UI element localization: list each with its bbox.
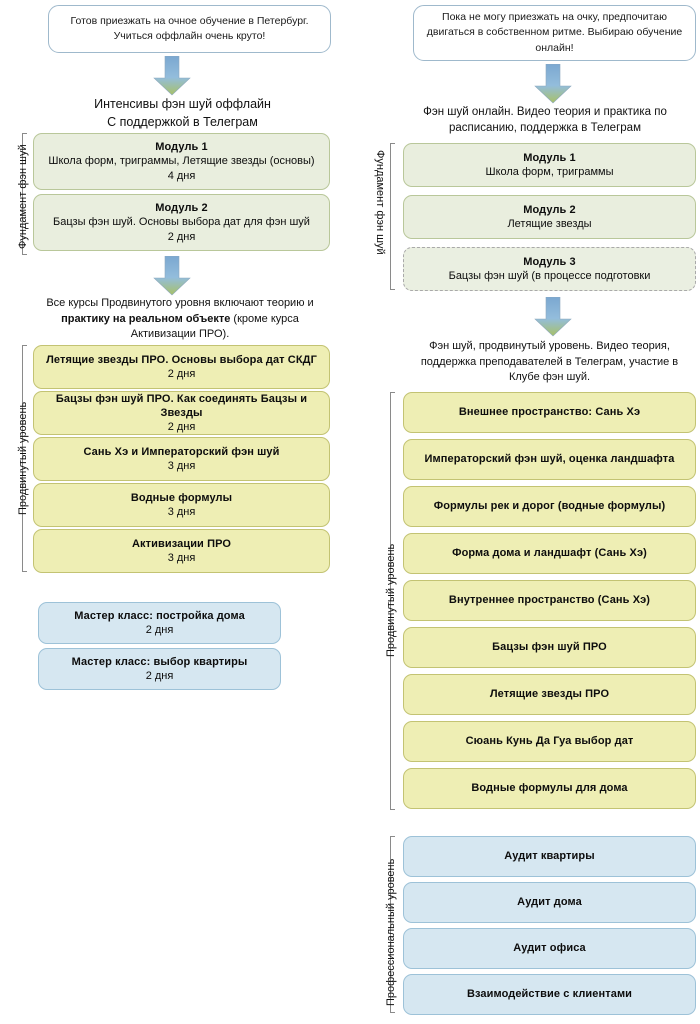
right-module-2: Модуль 2 Летящие звезды: [403, 195, 696, 239]
right-advanced-course-9: Водные формулы для дома: [403, 768, 696, 809]
right-professional-course-3: Аудит офиса: [403, 928, 696, 969]
right-bracket-professional-label: Профессиональный уровень: [385, 858, 397, 1006]
left-advanced-course-2: Бацзы фэн шуй ПРО. Как соединять Бацзы и…: [33, 391, 330, 435]
right-advanced-course-9-title: Водные формулы для дома: [471, 782, 628, 795]
right-bracket-advanced-line: [390, 392, 395, 810]
right-note-line2: поддержка преподавателей в Телеграм, уча…: [420, 355, 679, 368]
left-module-1: Модуль 1 Школа форм, триграммы, Летящие …: [33, 133, 330, 190]
left-module-2: Модуль 2 Бацзы фэн шуй. Основы выбора да…: [33, 194, 330, 251]
right-advanced-course-5-title: Внутреннее пространство (Сань Хэ): [448, 594, 651, 607]
left-note-part1: Все курсы Продвинутого уровня включают т…: [46, 297, 314, 309]
left-advanced-course-1-title: Летящие звезды ПРО. Основы выбора дат СК…: [46, 353, 317, 366]
left-advanced-course-1: Летящие звезды ПРО. Основы выбора дат СК…: [33, 345, 330, 389]
left-column-offline: Готов приезжать на очное обучение в Пете…: [17, 5, 335, 690]
right-heading: Фэн шуй онлайн. Видео теория и практика …: [400, 104, 690, 137]
right-module-2-title: Модуль 2: [523, 203, 576, 216]
left-advanced-note: Все курсы Продвинутого уровня включают т…: [30, 296, 330, 343]
right-bracket-foundation-line: [390, 143, 395, 290]
right-advanced-course-7-title: Летящие звезды ПРО: [489, 688, 610, 701]
left-module-1-duration: 4 дня: [167, 169, 196, 182]
left-advanced-course-3: Сань Хэ и Императорский фэн шуй 3 дня: [33, 437, 330, 481]
left-module-2-desc: Бацзы фэн шуй. Основы выбора дат для фэн…: [53, 216, 310, 229]
right-professional-course-2-title: Аудит дома: [517, 896, 582, 909]
left-advanced-course-3-duration: 3 дня: [167, 460, 196, 472]
left-advanced-course-1-duration: 2 дня: [167, 368, 196, 380]
left-advanced-course-2-title: Бацзы фэн шуй ПРО. Как соединять Бацзы и…: [55, 392, 308, 419]
right-professional-course-3-title: Аудит офиса: [513, 942, 586, 955]
left-module-1-title: Модуль 1: [155, 141, 208, 154]
right-callout-text: Пока не могу приезжать на очку, предпочи…: [426, 11, 683, 54]
left-advanced-course-4-title: Водные формулы: [130, 491, 233, 504]
left-bracket-foundation-label: Фундамент фэн шуй: [17, 144, 29, 249]
right-advanced-course-7: Летящие звезды ПРО: [403, 674, 696, 715]
right-professional-course-1-title: Аудит квартиры: [504, 850, 595, 863]
right-module-3-desc: Бацзы фэн шуй (в процессе подготовки: [448, 270, 651, 282]
right-advanced-course-6-title: Бацзы фэн шуй ПРО: [492, 641, 607, 654]
left-masterclass-1: Мастер класс: постройка дома 2 дня: [38, 602, 281, 644]
right-advanced-course-1: Внешнее пространство: Сань Хэ: [403, 392, 696, 433]
left-masterclass-2-title: Мастер класс: выбор квартиры: [71, 655, 248, 668]
left-module-2-title: Модуль 2: [155, 202, 208, 215]
right-module-3: Модуль 3 Бацзы фэн шуй (в процессе подго…: [403, 247, 696, 291]
right-advanced-course-8-title: Сюань Кунь Да Гуа выбор дат: [465, 735, 634, 748]
left-bracket-advanced-line: [22, 345, 27, 572]
left-advanced-course-2-duration: 2 дня: [167, 421, 196, 434]
right-advanced-course-5: Внутреннее пространство (Сань Хэ): [403, 580, 696, 621]
left-masterclass-1-title: Мастер класс: постройка дома: [74, 609, 245, 622]
left-heading-line1: Интенсивы фэн шуй оффлайн: [94, 97, 271, 111]
right-arrow-1: [533, 63, 573, 104]
right-advanced-note: Фэн шуй, продвинутый уровень. Видео теор…: [403, 339, 696, 386]
right-advanced-course-2: Императорский фэн шуй, оценка ландшафта: [403, 439, 696, 480]
left-advanced-course-4-duration: 3 дня: [167, 506, 196, 518]
left-advanced-course-4: Водные формулы 3 дня: [33, 483, 330, 527]
right-advanced-course-3: Формулы рек и дорог (водные формулы): [403, 486, 696, 527]
left-module-2-duration: 2 дня: [167, 230, 196, 243]
right-advanced-course-3-title: Формулы рек и дорог (водные формулы): [433, 500, 666, 513]
right-arrow-2: [533, 296, 573, 337]
left-callout-box: Готов приезжать на очное обучение в Пете…: [48, 5, 331, 53]
left-arrow-1: [152, 55, 192, 96]
right-advanced-course-4-title: Форма дома и ландшафт (Сань Хэ): [452, 547, 647, 560]
right-bracket-advanced-label: Продвинутый уровень: [385, 543, 397, 657]
right-advanced-course-1-title: Внешнее пространство: Сань Хэ: [458, 406, 641, 419]
left-heading: Интенсивы фэн шуй оффлайн С поддержкой в…: [30, 95, 335, 131]
left-module-1-desc: Школа форм, триграммы, Летящие звезды (о…: [48, 155, 315, 168]
left-arrow-2: [152, 255, 192, 296]
right-advanced-course-4: Форма дома и ландшафт (Сань Хэ): [403, 533, 696, 574]
right-module-1-title: Модуль 1: [523, 151, 576, 164]
right-note-line1: Фэн шуй, продвинутый уровень. Видео теор…: [429, 340, 670, 352]
right-bracket-foundation-label: Фундамент фэн шуй: [374, 150, 386, 255]
right-advanced-course-2-title: Императорский фэн шуй, оценка ландшафта: [424, 453, 675, 466]
left-advanced-course-3-title: Сань Хэ и Императорский фэн шуй: [83, 445, 280, 458]
right-module-3-title: Модуль 3: [523, 255, 576, 268]
right-module-1: Модуль 1 Школа форм, триграммы: [403, 143, 696, 187]
left-heading-line2: С поддержкой в Телеграм: [107, 115, 258, 130]
right-note-line3: Клубе фэн шуй.: [508, 371, 591, 384]
right-heading-line2: расписанию, поддержка в Телеграм: [449, 122, 641, 135]
left-masterclass-2: Мастер класс: выбор квартиры 2 дня: [38, 648, 281, 690]
right-callout-box: Пока не могу приезжать на очку, предпочи…: [413, 5, 696, 61]
left-bracket-foundation-line: [22, 133, 27, 255]
right-bracket-professional-line: [390, 836, 395, 1013]
left-callout-text: Готов приезжать на очное обучение в Пете…: [70, 14, 309, 42]
left-note-bold: практику на реальном объекте: [61, 312, 231, 325]
right-advanced-course-6: Бацзы фэн шуй ПРО: [403, 627, 696, 668]
right-module-2-desc: Летящие звезды: [507, 218, 592, 230]
left-masterclass-2-duration: 2 дня: [145, 670, 174, 682]
right-heading-line1: Фэн шуй онлайн. Видео теория и практика …: [423, 106, 667, 118]
left-advanced-course-5-title: Активизации ПРО: [131, 537, 232, 550]
right-professional-course-1: Аудит квартиры: [403, 836, 696, 877]
left-masterclass-1-duration: 2 дня: [145, 624, 174, 636]
right-professional-course-2: Аудит дома: [403, 882, 696, 923]
right-professional-course-4-title: Взаимодействие с клиентами: [466, 988, 633, 1001]
right-column-online: Пока не могу приезжать на очку, предпочи…: [350, 0, 700, 1024]
left-advanced-course-5-duration: 3 дня: [167, 552, 196, 564]
left-bracket-advanced-label: Продвинутый уровень: [17, 401, 29, 515]
right-professional-course-4: Взаимодействие с клиентами: [403, 974, 696, 1015]
right-module-1-desc: Школа форм, триграммы: [485, 166, 614, 178]
left-note-part2: (кроме курса Активизации ПРО).: [130, 312, 299, 341]
left-advanced-course-5: Активизации ПРО 3 дня: [33, 529, 330, 573]
right-advanced-course-8: Сюань Кунь Да Гуа выбор дат: [403, 721, 696, 762]
